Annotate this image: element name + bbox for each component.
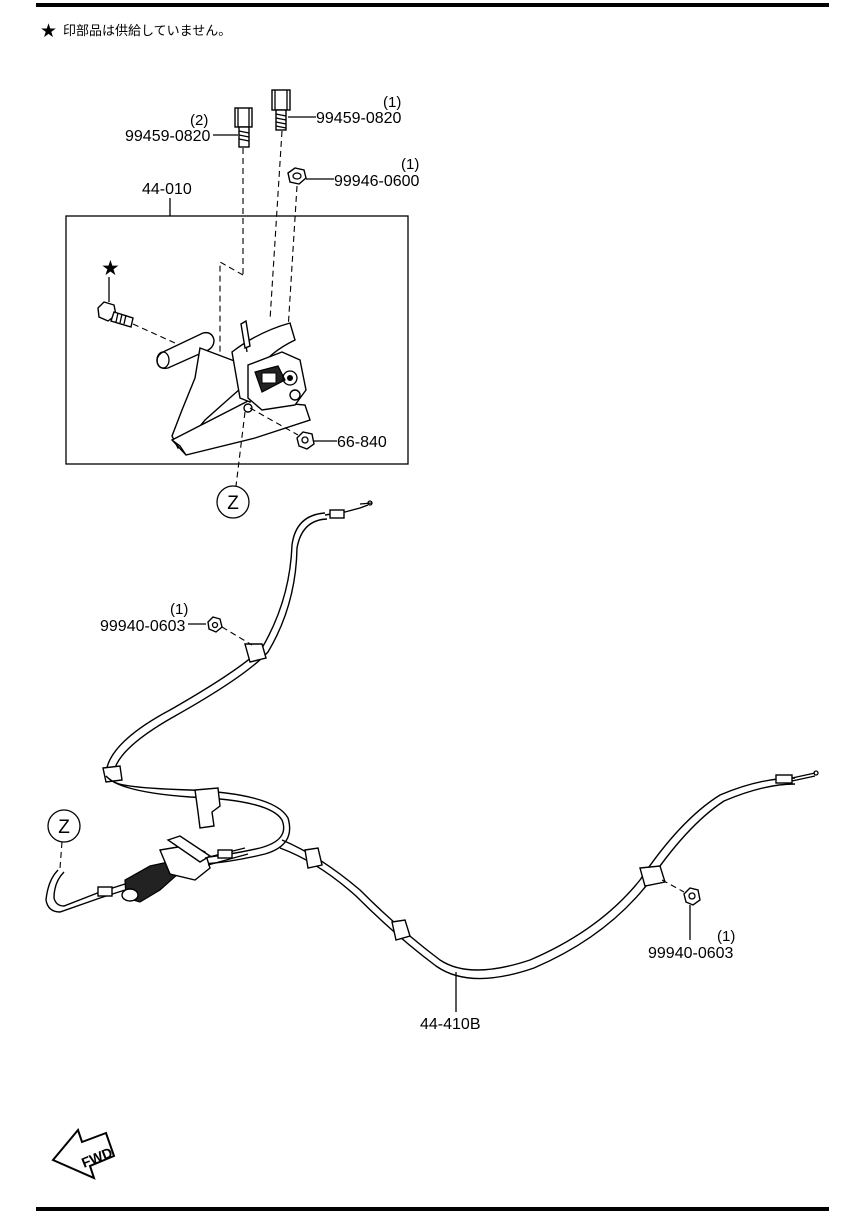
nut-right-qty: (1)	[717, 928, 735, 945]
guide-side-bolt	[132, 323, 176, 344]
fwd-arrow: FWD	[51, 1127, 116, 1180]
ref-z-left-label: Z	[58, 817, 70, 838]
bottom-rule	[36, 1207, 829, 1211]
nut-right-number: 99940-0603	[648, 945, 734, 962]
bolt-top-right-qty: (1)	[383, 94, 401, 111]
lever-assembly-box	[65, 215, 409, 465]
nut-left-number: 99940-0603	[100, 618, 186, 635]
side-bolt	[97, 301, 134, 328]
cable-number: 44-410B	[420, 1016, 481, 1033]
star-marker: ★	[101, 256, 120, 280]
top-rule	[36, 3, 829, 7]
guide-nut-right	[661, 879, 685, 893]
guide-ref-z-top	[235, 411, 246, 487]
bolt-top-left	[234, 107, 253, 148]
bolt-top-left-qty: (2)	[190, 112, 208, 129]
nut-top-qty: (1)	[401, 156, 419, 173]
guide-nut-top	[287, 185, 298, 331]
guide-bolt-right	[269, 130, 283, 321]
guide-nut-left	[221, 626, 253, 646]
ref-z-top-label: Z	[227, 493, 239, 514]
parking-brake-lever	[156, 319, 311, 456]
guide-switch	[249, 407, 299, 436]
switch-part	[296, 431, 315, 450]
parking-brake-cable	[45, 500, 819, 980]
bolt-top-right	[271, 89, 291, 131]
ref-z-top-circle	[216, 485, 250, 519]
nut-left	[207, 616, 223, 633]
lever-assembly-number: 44-010	[142, 181, 192, 198]
switch-number: 66-840	[337, 434, 387, 451]
nut-top	[287, 167, 307, 185]
guide-ref-z-left	[59, 841, 63, 869]
bolt-top-left-number: 99459-0820	[125, 128, 211, 145]
nut-right	[683, 887, 701, 906]
ref-z-left-circle	[47, 809, 81, 843]
bolt-top-right-number: 99459-0820	[316, 110, 402, 127]
nut-top-number: 99946-0600	[334, 173, 420, 190]
note-star: ★	[40, 20, 57, 42]
nut-left-qty: (1)	[170, 601, 188, 618]
note-text: 印部品は供給していません。	[63, 24, 231, 39]
